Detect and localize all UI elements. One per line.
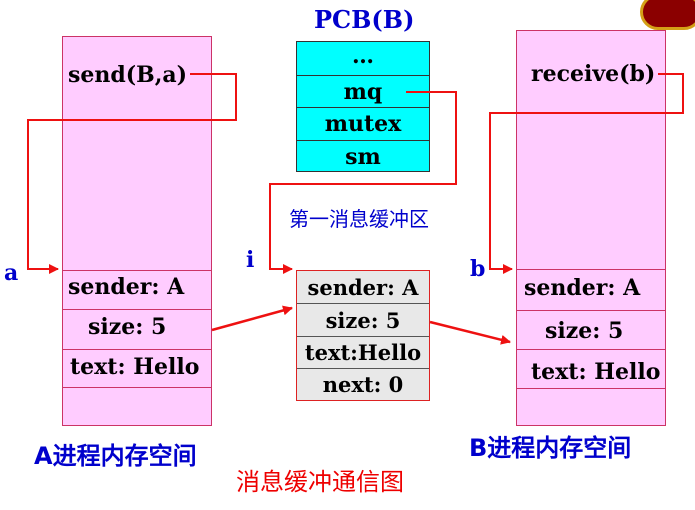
arrow-a-to-buffer xyxy=(211,305,293,332)
process-a-field-size: size: 5 xyxy=(88,314,167,340)
process-b-pointer-label: b xyxy=(470,256,486,282)
buffer-field-next: next: 0 xyxy=(297,368,429,402)
process-a-field-sender: sender: A xyxy=(68,274,185,300)
arrow-send-to-a xyxy=(27,73,237,274)
buffer-pointer-label: i xyxy=(246,247,255,273)
pcb-row-ellipsis: … xyxy=(352,43,374,69)
figure-title: 消息缓冲通信图 xyxy=(236,468,404,496)
process-a-memory xyxy=(62,36,212,426)
arrow-buffer-to-b xyxy=(429,320,511,345)
arrow-receive-to-b xyxy=(489,73,684,274)
pcb-row-mutex: mutex xyxy=(297,107,429,141)
pcb-table: … mq mutex sm xyxy=(296,41,430,172)
process-b-field-size: size: 5 xyxy=(545,318,624,344)
process-a-pointer-label: a xyxy=(4,260,19,286)
process-a-call: send(B,a) xyxy=(68,62,188,88)
process-b-field-text: text: Hello xyxy=(531,359,661,385)
process-b-call: receive(b) xyxy=(531,61,656,87)
pcb-row-mq: mq xyxy=(297,75,429,108)
process-b-caption: B进程内存空间 xyxy=(469,434,632,462)
process-a-caption: A进程内存空间 xyxy=(34,442,197,470)
buffer-caption: 第一消息缓冲区 xyxy=(289,207,429,231)
process-b-field-sender: sender: A xyxy=(524,275,641,301)
pcb-title: PCB(B) xyxy=(314,5,415,34)
pcb-row-sm: sm xyxy=(297,140,429,173)
buffer-field-text: text:Hello xyxy=(297,336,429,369)
process-b-memory xyxy=(516,30,666,426)
logo-emblem xyxy=(640,0,695,30)
buffer-field-sender: sender: A xyxy=(307,275,419,300)
process-a-field-text: text: Hello xyxy=(70,354,200,380)
buffer-field-size: size: 5 xyxy=(297,303,429,337)
arrow-mq-to-buffer xyxy=(269,91,457,274)
message-buffer: sender: A size: 5 text:Hello next: 0 xyxy=(296,270,430,401)
